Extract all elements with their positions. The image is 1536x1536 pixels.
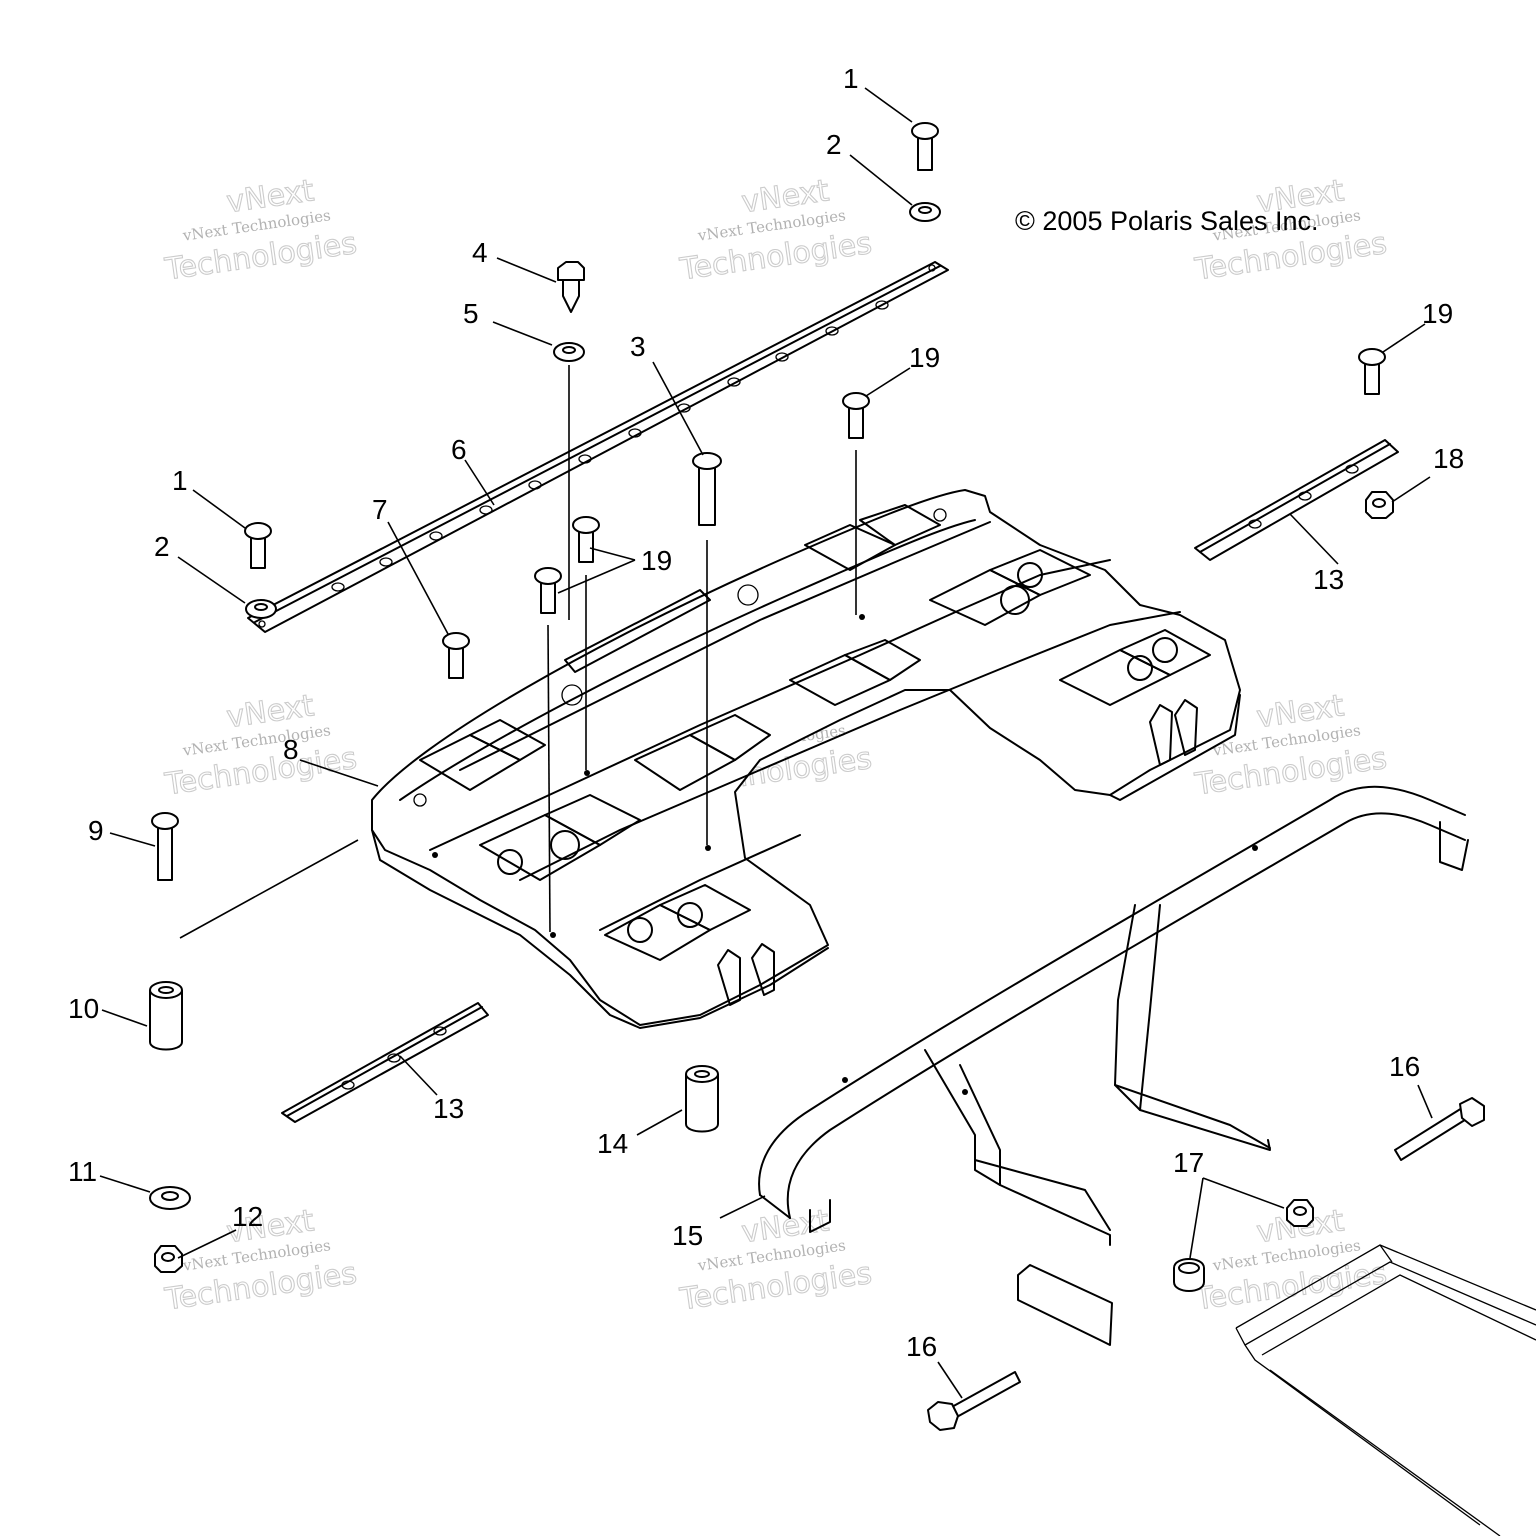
rack-frame [758,785,1469,1346]
bolt-1-top [911,122,939,171]
callout-12: 12 [232,1201,263,1232]
callout-16: 16 [1389,1051,1420,1082]
watermark: vNext vNext Technologies Technologies [677,1203,875,1318]
callout-18: 18 [1433,443,1464,474]
callout-13: 13 [1313,564,1344,595]
strip-left [281,1002,489,1123]
callout-7: 7 [372,494,388,525]
bolt-19-a [572,516,600,563]
washer-11 [149,1186,191,1210]
callout-2: 2 [826,129,842,160]
callout-17: 17 [1173,1147,1204,1178]
rack-platform [371,489,1241,1029]
bolt-7 [442,632,470,679]
bolt-1-left [244,522,272,569]
nut-18 [1365,491,1394,519]
callout-14: 14 [597,1128,628,1159]
callout-19: 19 [1422,298,1453,329]
callout-8: 8 [283,734,299,765]
strip-right [1194,439,1399,561]
bolt-19-b [534,567,562,614]
washer-2-top [909,202,941,222]
bolt-16-right [1394,1097,1485,1161]
washer-2-left [245,599,277,619]
callout-1: 1 [843,63,859,94]
leader-lines [99,87,1433,1399]
callout-15: 15 [672,1220,703,1251]
callout-19: 19 [641,545,672,576]
washer-5 [553,342,585,362]
spacer-10 [149,981,183,1051]
callout-3: 3 [630,331,646,362]
callout-2: 2 [154,531,170,562]
bolt-9 [151,812,179,881]
callout-13: 13 [433,1093,464,1124]
vehicle-frame-reference [1235,1244,1536,1536]
callout-19: 19 [909,342,940,373]
callout-6: 6 [451,434,467,465]
watermark: vNext vNext Technologies Technologies [162,688,360,803]
copyright-notice: © 2005 Polaris Sales Inc. [1015,206,1319,236]
watermark: vNext vNext Technologies Technologies [162,173,360,288]
bushing-17 [1173,1258,1205,1292]
callout-4: 4 [472,237,488,268]
callout-9: 9 [88,815,104,846]
callout-5: 5 [463,298,479,329]
spacer-14 [685,1065,719,1133]
bolt-19-center [842,392,870,439]
callout-11: 11 [68,1156,97,1187]
bolt-16-bottom [927,1371,1021,1431]
nut-12 [154,1245,183,1273]
screw-4 [557,261,585,313]
watermark: vNext vNext Technologies Technologies [677,173,875,288]
bolt-3 [692,452,722,526]
nut-17 [1286,1199,1314,1227]
rail-holes [331,300,889,592]
callout-labels: 1 1 2 2 3 4 5 6 7 8 9 10 11 12 13 13 14 … [68,63,1464,1362]
bolt-19-right [1358,348,1386,395]
callout-1: 1 [172,465,188,496]
callout-16: 16 [906,1331,937,1362]
callout-10: 10 [68,993,99,1024]
top-rail [247,261,949,633]
